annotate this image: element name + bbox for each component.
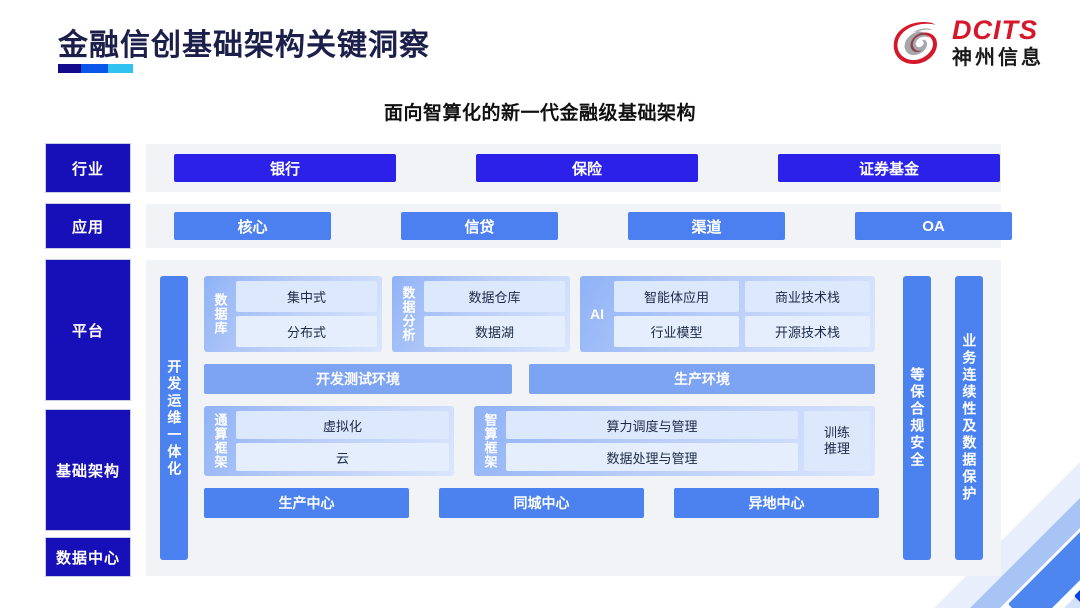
group-label-intelligent-compute-framework: 智算框架 (482, 413, 498, 469)
layer-label-platform[interactable]: 平台 (46, 260, 130, 400)
datacenter-item-remote-center[interactable]: 异地中心 (674, 488, 879, 518)
group-label-ai: AI (590, 306, 604, 322)
industry-item-insurance[interactable]: 保险 (476, 154, 698, 182)
cell-centralized[interactable]: 集中式 (236, 281, 377, 312)
cell-training-inference[interactable]: 训练 推理 (804, 411, 870, 471)
industry-panel: 银行 保险 证券基金 (146, 144, 1001, 192)
title-underline-rule (58, 64, 133, 73)
cell-commercial-tech-stack[interactable]: 商业技术栈 (745, 281, 870, 312)
cell-virtualization[interactable]: 虚拟化 (236, 411, 449, 439)
logo-text-cn: 神州信息 (952, 46, 1044, 69)
cell-data-processing-management[interactable]: 数据处理与管理 (506, 443, 798, 471)
cell-industry-model[interactable]: 行业模型 (614, 316, 739, 347)
layer-label-industry[interactable]: 行业 (46, 144, 130, 192)
architecture-diagram: 行业 应用 平台 基础架构 数据中心 银行 保险 证券基金 核心 信贷 渠道 O… (46, 142, 1012, 576)
side-strip-devops[interactable]: 开发运维一体化 (160, 276, 188, 560)
group-data-analytics[interactable]: 数据分析 数据仓库 数据湖 (392, 276, 570, 352)
bar-production-environment[interactable]: 生产环境 (529, 364, 875, 394)
cell-distributed[interactable]: 分布式 (236, 316, 377, 347)
cell-compute-scheduling-management[interactable]: 算力调度与管理 (506, 411, 798, 439)
group-database[interactable]: 数据库 集中式 分布式 (204, 276, 382, 352)
page-title: 金融信创基础架构关键洞察 (58, 29, 430, 62)
layer-label-application[interactable]: 应用 (46, 204, 130, 248)
group-label-general-compute-framework: 通算框架 (212, 413, 228, 469)
bar-dev-test-environment[interactable]: 开发测试环境 (204, 364, 512, 394)
application-item-credit[interactable]: 信贷 (401, 212, 558, 240)
application-item-core[interactable]: 核心 (174, 212, 331, 240)
datacenter-item-production-center[interactable]: 生产中心 (204, 488, 409, 518)
layer-label-infrastructure[interactable]: 基础架构 (46, 410, 130, 530)
side-strip-business-continuity[interactable]: 业务连续性及数据保护 (955, 276, 983, 560)
group-label-data-analytics: 数据分析 (400, 286, 416, 342)
cell-data-warehouse[interactable]: 数据仓库 (424, 281, 565, 312)
industry-item-securities-fund[interactable]: 证券基金 (778, 154, 1000, 182)
layer-label-datacenter[interactable]: 数据中心 (46, 538, 130, 576)
group-label-database: 数据库 (212, 293, 228, 335)
group-general-compute-framework[interactable]: 通算框架 虚拟化 云 (204, 406, 454, 476)
application-panel: 核心 信贷 渠道 OA (146, 204, 1012, 248)
cell-cloud[interactable]: 云 (236, 443, 449, 471)
subtitle: 面向智算化的新一代金融级基础架构 (383, 103, 696, 124)
cell-open-source-tech-stack[interactable]: 开源技术栈 (745, 316, 870, 347)
dcits-swoosh-icon (892, 16, 944, 68)
layer-rail: 行业 应用 平台 基础架构 数据中心 (46, 142, 130, 576)
application-item-channel[interactable]: 渠道 (628, 212, 785, 240)
platform-infrastructure-panel: 开发运维一体化 等保合规安全 业务连续性及数据保护 数据库 集中式 分布式 数据… (146, 260, 1001, 576)
logo-text-en: DCITS (952, 14, 1038, 45)
cell-agent-application[interactable]: 智能体应用 (614, 281, 739, 312)
application-item-oa[interactable]: OA (855, 212, 1012, 240)
platform-work-area: 数据库 集中式 分布式 数据分析 数据仓库 数据湖 AI (204, 276, 889, 560)
group-ai[interactable]: AI 智能体应用 商业技术栈 行业模型 开源技术栈 (580, 276, 875, 352)
cell-data-lake[interactable]: 数据湖 (424, 316, 565, 347)
datacenter-item-metro-center[interactable]: 同城中心 (439, 488, 644, 518)
side-strip-security-compliance[interactable]: 等保合规安全 (903, 276, 931, 560)
brand-logo: DCITS 神州信息 (892, 16, 1044, 68)
group-intelligent-compute-framework[interactable]: 智算框架 算力调度与管理 数据处理与管理 训练 推理 (474, 406, 875, 476)
industry-item-bank[interactable]: 银行 (174, 154, 396, 182)
